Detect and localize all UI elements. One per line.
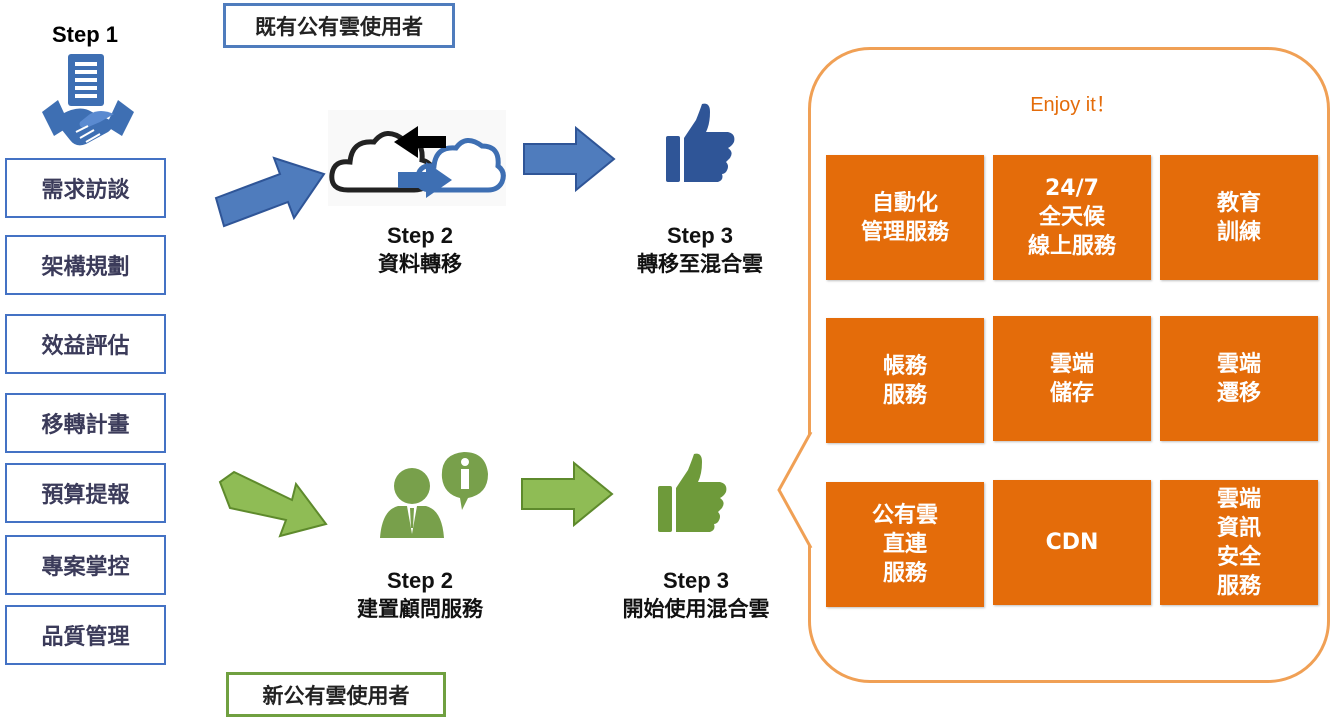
arrow-to-step2-top (214, 156, 326, 228)
step3-migrate-to-hybrid: Step 3 轉移至混合雲 (637, 223, 763, 276)
arrow-to-step3-bottom (521, 460, 614, 528)
speech-pointer (777, 431, 813, 549)
arrow-to-step3-top (523, 125, 616, 193)
service-tile-24x7-support: 24/7 全天候 線上服務 (993, 155, 1151, 280)
service-tile-training: 教育 訓練 (1160, 155, 1318, 280)
thumbs-up-icon (666, 103, 735, 182)
step2-consulting-service: Step 2 建置顧問服務 (357, 568, 483, 621)
step-box-requirement-interview: 需求訪談 (5, 158, 166, 218)
service-tile-auto-management: 自動化 管理服務 (826, 155, 984, 280)
step-box-budget-proposal: 預算提報 (5, 463, 166, 523)
service-tile-cloud-storage: 雲端 儲存 (993, 316, 1151, 441)
step1-label: Step 1 (51, 22, 119, 47)
new-users-tag: 新公有雲使用者 (226, 672, 446, 717)
contract-handshake-icon (42, 54, 134, 146)
service-tile-billing: 帳務 服務 (826, 318, 984, 443)
cloud-migration-icon (328, 110, 506, 206)
step-box-quality-management: 品質管理 (5, 605, 166, 665)
step-box-project-control: 專案掌控 (5, 535, 166, 595)
service-tile-cloud-security: 雲端 資訊 安全 服務 (1160, 480, 1318, 605)
step-box-benefit-evaluation: 效益評估 (5, 314, 166, 374)
step-box-architecture-planning: 架構規劃 (5, 235, 166, 295)
enjoy-title: Enjoy it！ (1030, 94, 1116, 116)
service-tile-cdn: CDN (993, 480, 1151, 605)
existing-users-tag: 既有公有雲使用者 (223, 3, 455, 48)
step3-start-hybrid: Step 3 開始使用混合雲 (622, 568, 770, 621)
step2-data-migration: Step 2 資料轉移 (378, 223, 462, 276)
thumbs-up-icon (658, 453, 727, 532)
step-box-migration-plan: 移轉計畫 (5, 393, 166, 453)
service-tile-cloud-migration: 雲端 遷移 (1160, 316, 1318, 441)
consultant-info-icon (380, 452, 488, 538)
service-tile-public-cloud-direct: 公有雲 直連 服務 (826, 482, 984, 607)
arrow-to-step2-bottom (218, 470, 328, 538)
